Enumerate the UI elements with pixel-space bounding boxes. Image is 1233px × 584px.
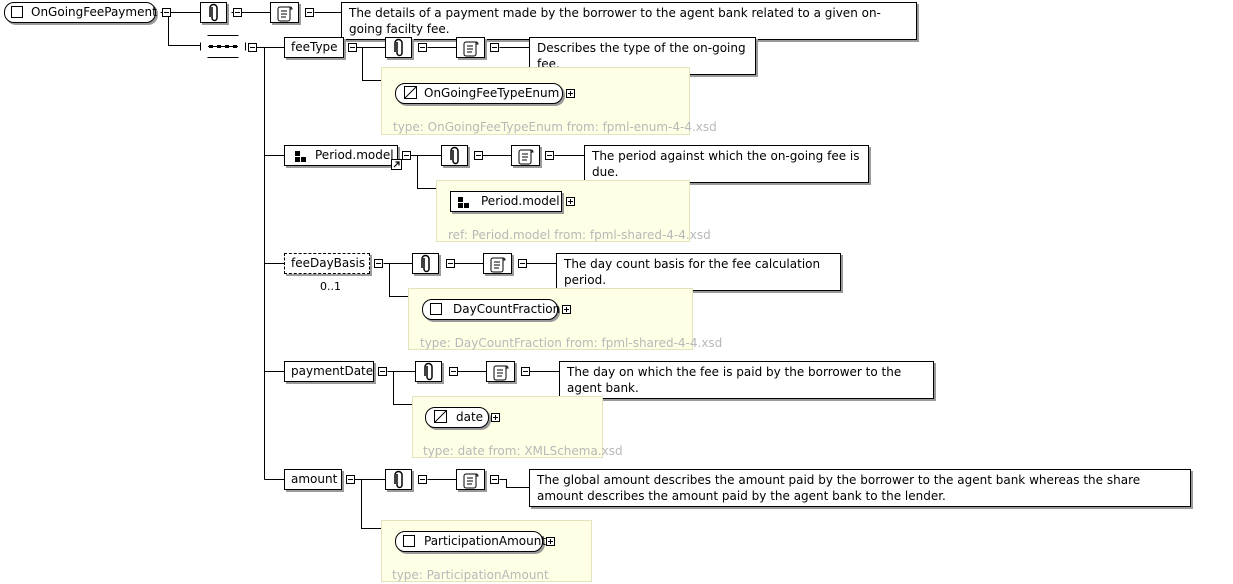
feedaybasis-complex-type-node[interactable]: DayCountFraction [422,299,561,320]
paymentdate-type-label: type: date from: XMLSchema.xsd [423,444,623,458]
sequence-collapse-toggle[interactable] [248,43,257,52]
feedaybasis-documentation-toggle[interactable] [518,259,527,268]
feetype-annotation[interactable] [385,37,412,58]
period-type-label: ref: Period.model from: fpml-shared-4-4.… [448,228,711,242]
square-icon [403,535,415,547]
feedaybasis-annotation-toggle[interactable] [446,259,455,268]
root-documentation: The details of a payment made by the bor… [341,2,917,40]
root-documentation-toggle[interactable] [305,8,314,17]
square-icon [430,303,442,315]
element-amount[interactable]: amount [284,469,342,490]
paymentdate-simple-type-node[interactable]: date [425,407,489,428]
amount-annotation[interactable] [385,469,412,490]
period-group-node[interactable]: Period.model [450,191,562,212]
paperclip-icon [424,362,433,381]
scroll-icon [518,149,534,165]
feedaybasis-collapse-toggle[interactable] [374,259,383,268]
scroll-icon [493,365,509,381]
root-element-node[interactable]: OnGoingFeePayment [4,2,157,23]
paymentdate-documentation-toggle[interactable] [521,367,530,376]
feedaybasis-documentation: The day count basis for the fee calculat… [556,253,841,291]
feedaybasis-documentation-marker[interactable] [483,253,512,274]
arrow-icon [391,159,402,170]
amount-collapse-toggle[interactable] [346,475,355,484]
feedaybasis-annotation[interactable] [412,253,439,274]
scroll-icon [463,41,479,57]
paperclip-icon [209,3,218,22]
feetype-simple-type-node[interactable]: OnGoingFeeTypeEnum [395,83,563,104]
element-feedaybasis[interactable]: feeDayBasis [284,253,370,274]
period-type-box [436,180,690,242]
triangle-icon [434,410,447,423]
element-paymentdate[interactable]: paymentDate [284,361,374,382]
period-collapse-toggle[interactable] [402,151,411,160]
amount-documentation-toggle[interactable] [490,475,499,484]
amount-type-expand-toggle[interactable] [546,537,555,546]
paperclip-icon [421,254,430,273]
square-icon [11,6,23,18]
amount-type-name: ParticipationAmount [424,534,547,548]
paymentdate-collapse-toggle[interactable] [378,367,387,376]
feetype-annotation-toggle[interactable] [418,43,427,52]
feedaybasis-type-expand-toggle[interactable] [562,305,571,314]
period-type-expand-toggle[interactable] [566,197,575,206]
amount-annotation-toggle[interactable] [418,475,427,484]
element-amount-name: amount [291,472,338,486]
group-squares-icon [458,197,463,202]
sequence-icon [208,45,238,48]
group-ref-period-model-name: Period.model [315,148,394,162]
paymentdate-documentation: The day on which the fee is paid by the … [559,361,934,399]
period-documentation-marker[interactable] [511,145,540,166]
paymentdate-annotation[interactable] [415,361,442,382]
feedaybasis-type-name: DayCountFraction [453,302,561,316]
paperclip-icon [450,146,459,165]
root-annotation-toggle[interactable] [233,8,242,17]
scroll-icon [463,473,479,489]
group-ref-period-model[interactable]: Period.model [284,145,398,166]
root-documentation-marker[interactable] [270,2,299,23]
period-annotation[interactable] [441,145,468,166]
amount-documentation-marker[interactable] [456,469,485,490]
period-type-name: Period.model [481,194,560,208]
paperclip-icon [394,38,403,57]
feetype-type-label: type: OnGoingFeeTypeEnum from: fpml-enum… [393,120,717,134]
feetype-collapse-toggle[interactable] [348,43,357,52]
element-feedaybasis-name: feeDayBasis [291,256,366,270]
feetype-documentation-toggle[interactable] [490,43,499,52]
scroll-icon [277,6,293,22]
root-collapse-toggle[interactable] [162,8,171,17]
paymentdate-type-expand-toggle[interactable] [491,413,500,422]
amount-documentation: The global amount describes the amount p… [529,469,1191,507]
triangle-icon [404,86,417,99]
period-annotation-toggle[interactable] [474,151,483,160]
element-paymentdate-name: paymentDate [291,364,374,378]
amount-complex-type-node[interactable]: ParticipationAmount [395,531,547,552]
paymentdate-documentation-marker[interactable] [486,361,515,382]
paymentdate-type-name: date [456,410,484,424]
feetype-type-expand-toggle[interactable] [566,89,575,98]
group-squares-icon [295,151,300,156]
element-feetype-name: feeType [291,40,338,54]
feedaybasis-type-label: type: DayCountFraction from: fpml-shared… [420,336,723,350]
period-documentation: The period against which the on-going fe… [584,145,869,183]
feetype-documentation-marker[interactable] [456,37,485,58]
element-feetype[interactable]: feeType [284,37,344,58]
amount-type-label: type: ParticipationAmount [392,568,549,582]
paperclip-icon [394,470,403,489]
paymentdate-annotation-toggle[interactable] [449,367,458,376]
feedaybasis-occurrence: 0..1 [320,280,341,293]
scroll-icon [490,257,506,273]
period-documentation-toggle[interactable] [545,151,554,160]
root-element-name: OnGoingFeePayment [31,5,157,19]
feetype-type-name: OnGoingFeeTypeEnum [424,86,560,100]
root-annotation[interactable] [200,2,227,23]
